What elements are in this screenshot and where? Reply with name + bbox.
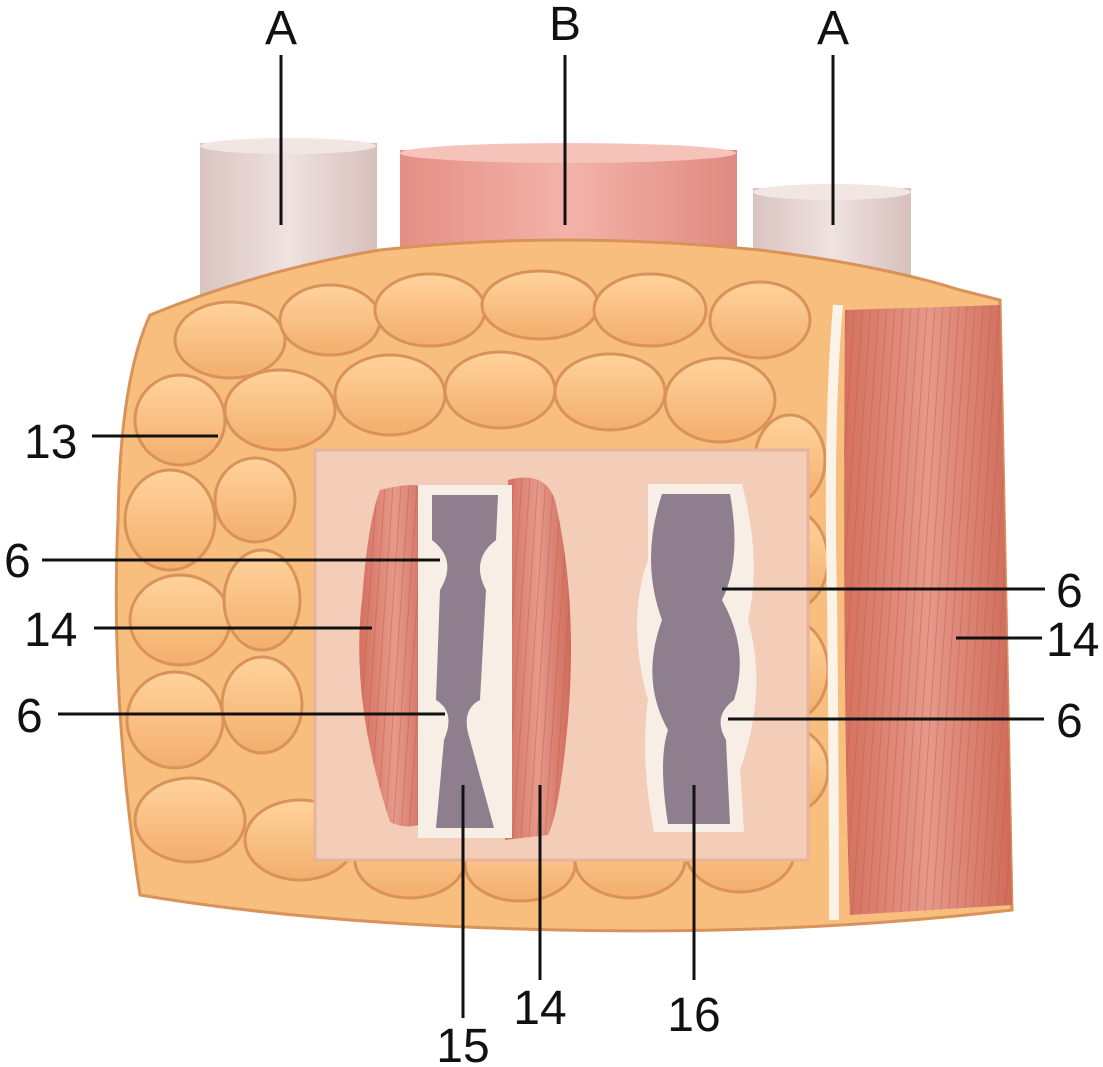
- label-6-left-lower: 6: [16, 690, 43, 743]
- label-6-right-upper: 6: [1056, 565, 1083, 618]
- label-13: 13: [24, 416, 77, 469]
- label-a-left: A: [265, 2, 297, 55]
- label-14-bottom: 14: [513, 982, 566, 1035]
- label-14-left: 14: [24, 604, 77, 657]
- label-6-right-lower: 6: [1056, 695, 1083, 748]
- vein-left-with-valves: [418, 485, 512, 838]
- vein-right-with-valves: [637, 484, 756, 832]
- fascia-line: [831, 305, 838, 920]
- label-15: 15: [436, 1020, 489, 1067]
- label-14-right: 14: [1046, 614, 1099, 667]
- skeletal-muscle-slab: [844, 305, 1012, 915]
- label-b: B: [549, 0, 581, 51]
- label-6-left-upper: 6: [4, 535, 31, 588]
- label-16: 16: [667, 989, 720, 1042]
- label-a-right: A: [817, 2, 849, 55]
